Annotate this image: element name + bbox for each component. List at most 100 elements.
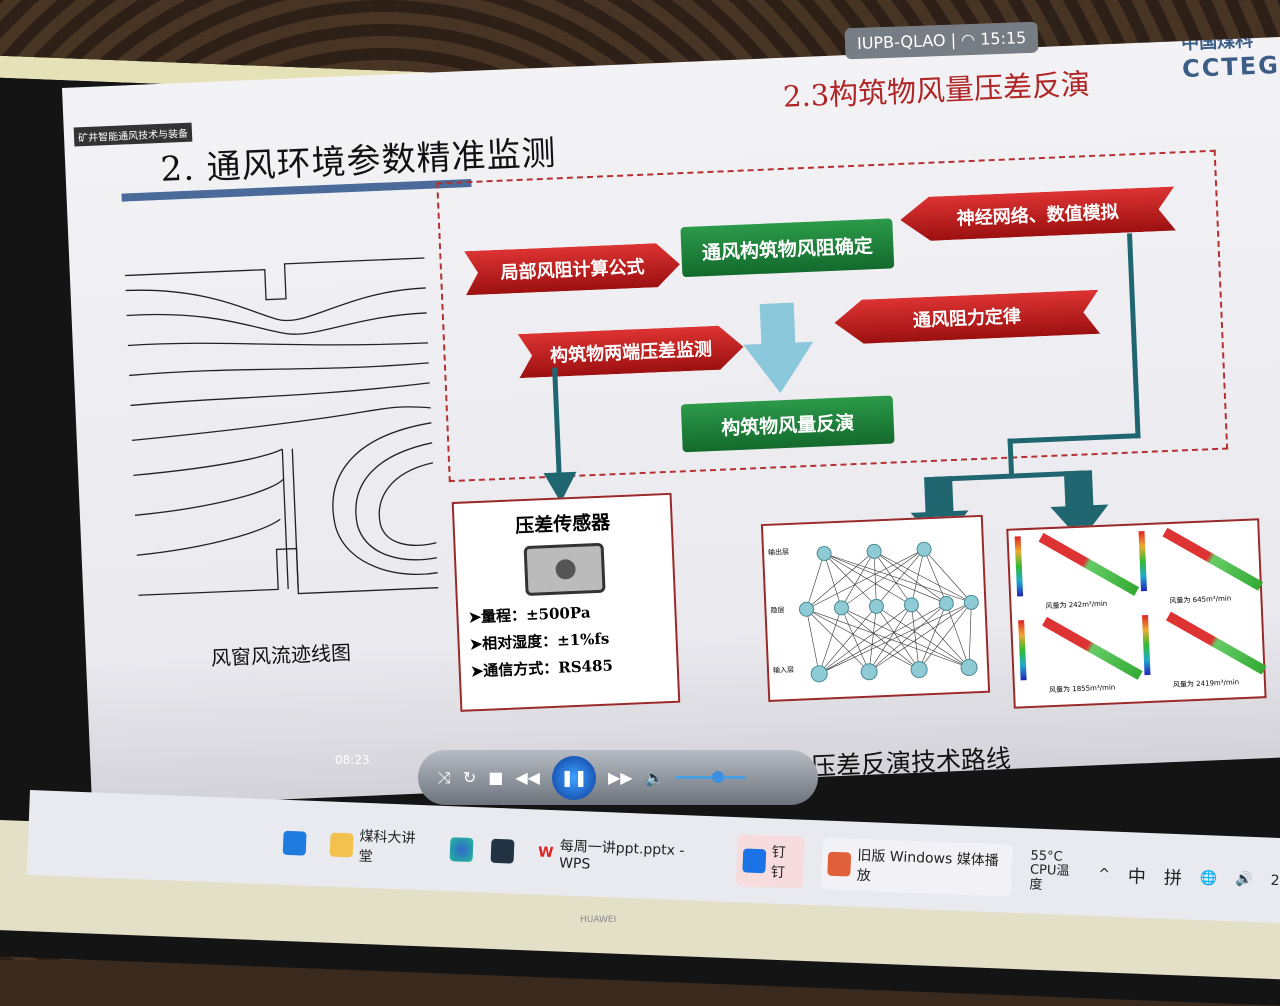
nn-edge bbox=[911, 604, 970, 668]
nn-edge bbox=[873, 551, 947, 604]
tray-chevron-icon[interactable]: ^ bbox=[1097, 865, 1111, 883]
nn-edge bbox=[824, 553, 947, 604]
previous-button[interactable]: ◀◀ bbox=[515, 768, 540, 787]
nn-edge bbox=[806, 549, 925, 610]
cfd-caption: 风量为 2419m³/min bbox=[1172, 678, 1240, 689]
nn-node bbox=[866, 543, 882, 559]
streamline-caption: 风窗风流迹线图 bbox=[210, 640, 352, 671]
cfd-caption: 风量为 645m³/min bbox=[1169, 594, 1232, 606]
status-separator: | bbox=[950, 30, 957, 50]
wps-icon: W bbox=[537, 844, 554, 861]
globe-icon[interactable]: 🌐 bbox=[1199, 869, 1218, 887]
sensor-title: 压差传感器 bbox=[514, 511, 611, 538]
media-player-controls: ⤨ ↻ ■ ◀◀ ❚❚ ▶▶ 🔈 bbox=[418, 750, 818, 805]
dingtalk-icon bbox=[742, 847, 766, 873]
cpu-label: CPU温度 bbox=[1029, 862, 1070, 893]
logo-en: CCTEG bbox=[1181, 50, 1280, 84]
nn-edge bbox=[873, 551, 877, 607]
nn-edge bbox=[824, 553, 972, 603]
nn-edge bbox=[868, 602, 972, 672]
cfd-panel: 风量为 242m³/min bbox=[1013, 530, 1140, 619]
sensor-spec-humidity: ➤相对湿度：±1%fs bbox=[469, 629, 610, 654]
ime-mode[interactable]: 中 bbox=[1127, 865, 1147, 888]
nn-edge bbox=[806, 609, 870, 672]
shuffle-icon[interactable]: ⤨ bbox=[438, 767, 451, 787]
folder-label: 煤科大讲堂 bbox=[358, 828, 416, 865]
monitor-brand: HUAWEI bbox=[580, 915, 617, 925]
nn-edge bbox=[841, 551, 875, 608]
nn-edge bbox=[819, 603, 947, 675]
nn-edge bbox=[806, 608, 970, 668]
cfd-caption: 风量为 242m³/min bbox=[1045, 599, 1108, 611]
duct-model bbox=[1165, 611, 1267, 675]
presentation-slide: 矿井智能通风技术与装备 2. 通风环境参数精准监测 2.3构筑物风量压差反演 中… bbox=[62, 36, 1280, 808]
ime-pinyin[interactable]: 拼 bbox=[1163, 867, 1183, 889]
cfd-simulation-figure: 风量为 242m³/min 风量为 645m³/min 风量为 1855m³/min… bbox=[1006, 518, 1267, 709]
color-legend bbox=[1142, 614, 1151, 676]
down-arrow-icon bbox=[743, 302, 814, 394]
nn-node bbox=[868, 598, 884, 614]
volume-icon[interactable]: 🔈 bbox=[644, 768, 665, 787]
taskbar-item-folder[interactable]: 煤科大讲堂 bbox=[323, 818, 433, 874]
nn-edge bbox=[841, 549, 925, 609]
nn-edge bbox=[923, 549, 947, 604]
edge-icon[interactable] bbox=[449, 836, 474, 862]
taskbar-item-dingtalk[interactable]: 钉钉 bbox=[735, 833, 806, 889]
pause-button[interactable]: ❚❚ bbox=[551, 755, 596, 800]
nn-node bbox=[860, 663, 878, 681]
nn-node bbox=[903, 597, 919, 613]
nn-edge bbox=[876, 606, 970, 668]
nn-edge bbox=[824, 553, 912, 606]
folder-icon bbox=[329, 832, 354, 857]
nn-hidden-label: 隐层 bbox=[770, 606, 785, 615]
nn-edge bbox=[841, 607, 970, 668]
nn-edge bbox=[806, 609, 820, 674]
sensor-device-image bbox=[523, 542, 606, 597]
nn-output-label: 输出层 bbox=[767, 547, 790, 557]
nn-edge bbox=[918, 603, 947, 670]
nn-node bbox=[798, 601, 814, 617]
nn-edge bbox=[806, 609, 920, 670]
nn-node bbox=[810, 665, 828, 683]
cctegt-logo: 中国煤科 CCTEG bbox=[1181, 36, 1280, 83]
nn-edge bbox=[819, 602, 972, 675]
wifi-icon: ◠ bbox=[960, 29, 976, 50]
nn-edge bbox=[868, 603, 947, 672]
nn-node bbox=[833, 600, 849, 616]
store-icon[interactable] bbox=[490, 838, 515, 864]
taskbar-item-media-player[interactable]: 旧版 Windows 媒体播放 bbox=[821, 836, 1013, 897]
nn-node bbox=[960, 659, 978, 677]
nn-edge bbox=[868, 604, 912, 672]
speaker-icon[interactable]: 🔊 bbox=[1234, 870, 1254, 888]
nn-edge bbox=[818, 606, 877, 674]
nn-edge bbox=[806, 551, 875, 610]
sensor-card: 压差传感器 ➤量程：±500Pa ➤相对湿度：±1%fs ➤通信方式：RS485 bbox=[451, 492, 681, 712]
nn-edge bbox=[841, 607, 920, 670]
windows-start-icon[interactable] bbox=[282, 830, 307, 856]
next-button[interactable]: ▶▶ bbox=[607, 768, 633, 787]
nn-edge bbox=[876, 549, 925, 607]
nn-edge bbox=[911, 604, 920, 670]
sensor-spec-range: ➤量程：±500Pa bbox=[468, 603, 591, 627]
status-clock: 15:15 bbox=[979, 28, 1027, 49]
repeat-icon[interactable]: ↻ bbox=[462, 768, 477, 787]
slide-subtitle: 2.3构筑物风量压差反演 bbox=[782, 66, 1091, 114]
tray-date[interactable]: 202 bbox=[1270, 872, 1280, 890]
nn-node bbox=[816, 545, 832, 561]
nn-node bbox=[916, 541, 932, 557]
player-elapsed-time: 08:23 bbox=[335, 753, 370, 767]
nn-node bbox=[963, 594, 979, 610]
color-legend bbox=[1014, 536, 1024, 597]
nn-edge bbox=[946, 603, 970, 668]
media-player-label: 旧版 Windows 媒体播放 bbox=[856, 847, 1000, 884]
volume-slider[interactable] bbox=[676, 771, 747, 783]
duct-model bbox=[1038, 532, 1140, 596]
cfd-caption: 风量为 1855m³/min bbox=[1048, 683, 1116, 695]
color-legend bbox=[1138, 531, 1148, 592]
wps-label: 每周一讲ppt.pptx - WPS bbox=[558, 837, 685, 873]
nn-edge bbox=[873, 551, 912, 606]
nn-edge bbox=[923, 549, 972, 603]
stop-button[interactable]: ■ bbox=[488, 768, 504, 787]
